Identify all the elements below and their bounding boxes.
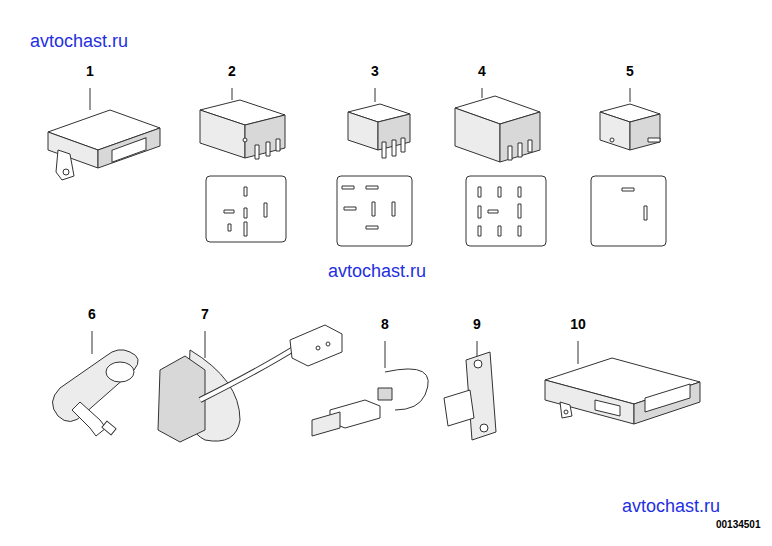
relay	[200, 100, 286, 242]
relay	[591, 104, 666, 246]
callout-number: 7	[201, 307, 209, 321]
plug	[312, 369, 428, 436]
relay	[455, 96, 546, 246]
door-contact	[52, 350, 138, 436]
callout-number: 6	[88, 307, 96, 321]
switch	[158, 325, 342, 442]
callout-number: 5	[626, 64, 634, 78]
relay	[337, 104, 412, 246]
callout-number: 2	[228, 64, 236, 78]
watermark: avtochast.ru	[328, 262, 426, 280]
bracket	[444, 352, 496, 440]
leader-lines	[90, 88, 630, 368]
callout-number: 1	[86, 64, 94, 78]
callout-number: 4	[478, 64, 486, 78]
control-unit	[545, 358, 700, 424]
diagram-code: 00134501	[716, 520, 761, 530]
callout-number: 10	[570, 317, 586, 331]
watermark: avtochast.ru	[30, 32, 128, 50]
callout-number: 8	[381, 317, 389, 331]
callout-number: 9	[473, 317, 481, 331]
callout-number: 3	[371, 64, 379, 78]
watermark: avtochast.ru	[622, 497, 720, 515]
control-unit	[48, 110, 160, 180]
